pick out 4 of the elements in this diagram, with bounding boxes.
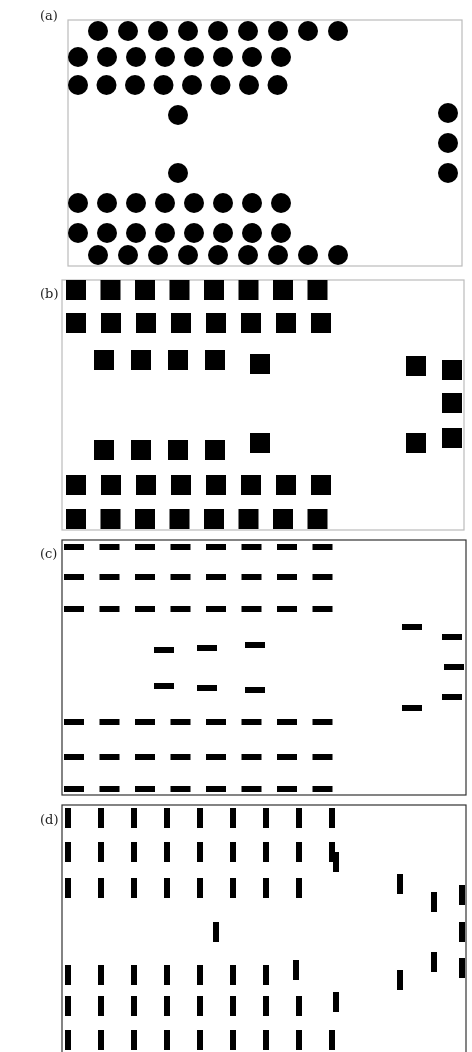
panel-label: (c): [40, 546, 58, 561]
panel-label: (a): [40, 8, 58, 23]
panel-label: (b): [40, 286, 59, 301]
panel-label: (d): [40, 812, 59, 827]
